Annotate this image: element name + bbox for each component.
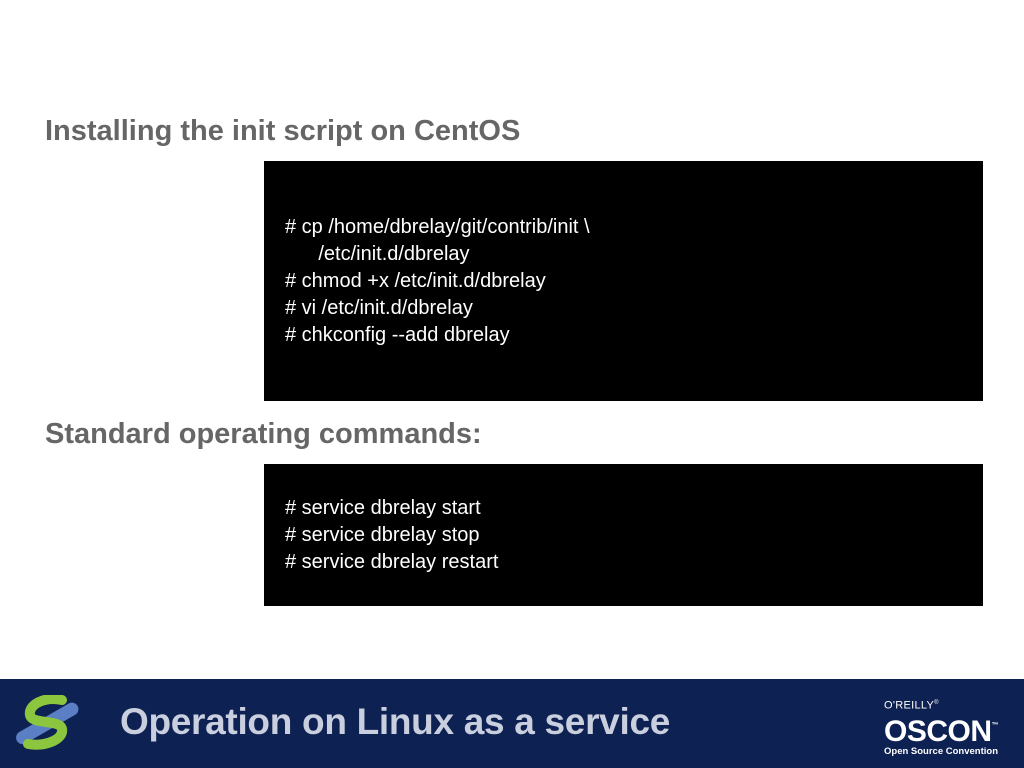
command-line: # service dbrelay start	[285, 497, 481, 519]
command-line: # vi /etc/init.d/dbrelay	[285, 297, 473, 319]
oscon-brand-logo: O'REILLY® OSCON™ Open Source Convention	[884, 697, 1008, 758]
command-line: /etc/init.d/dbrelay	[285, 243, 470, 265]
command-line: # chmod +x /etc/init.d/dbrelay	[285, 270, 546, 292]
brand-publisher: O'REILLY®	[884, 699, 939, 712]
install-commands-block: # cp /home/dbrelay/git/contrib/init \ /e…	[264, 161, 983, 401]
command-line: # service dbrelay stop	[285, 524, 480, 546]
command-line: # cp /home/dbrelay/git/contrib/init \	[285, 216, 590, 238]
brand-tagline: Open Source Convention	[884, 745, 999, 757]
slide-title: Operation on Linux as a service	[120, 701, 671, 742]
slide-footer: Operation on Linux as a service O'REILLY…	[0, 679, 1024, 768]
command-line: # chkconfig --add dbrelay	[285, 324, 510, 346]
section-heading-commands: Standard operating commands:	[45, 418, 482, 450]
s-swoosh-logo-icon	[16, 695, 79, 750]
service-commands-block: # service dbrelay start # service dbrela…	[264, 464, 983, 606]
command-line: # service dbrelay restart	[285, 551, 499, 573]
section-heading-install: Installing the init script on CentOS	[45, 115, 521, 147]
brand-name: OSCON™	[884, 714, 999, 748]
